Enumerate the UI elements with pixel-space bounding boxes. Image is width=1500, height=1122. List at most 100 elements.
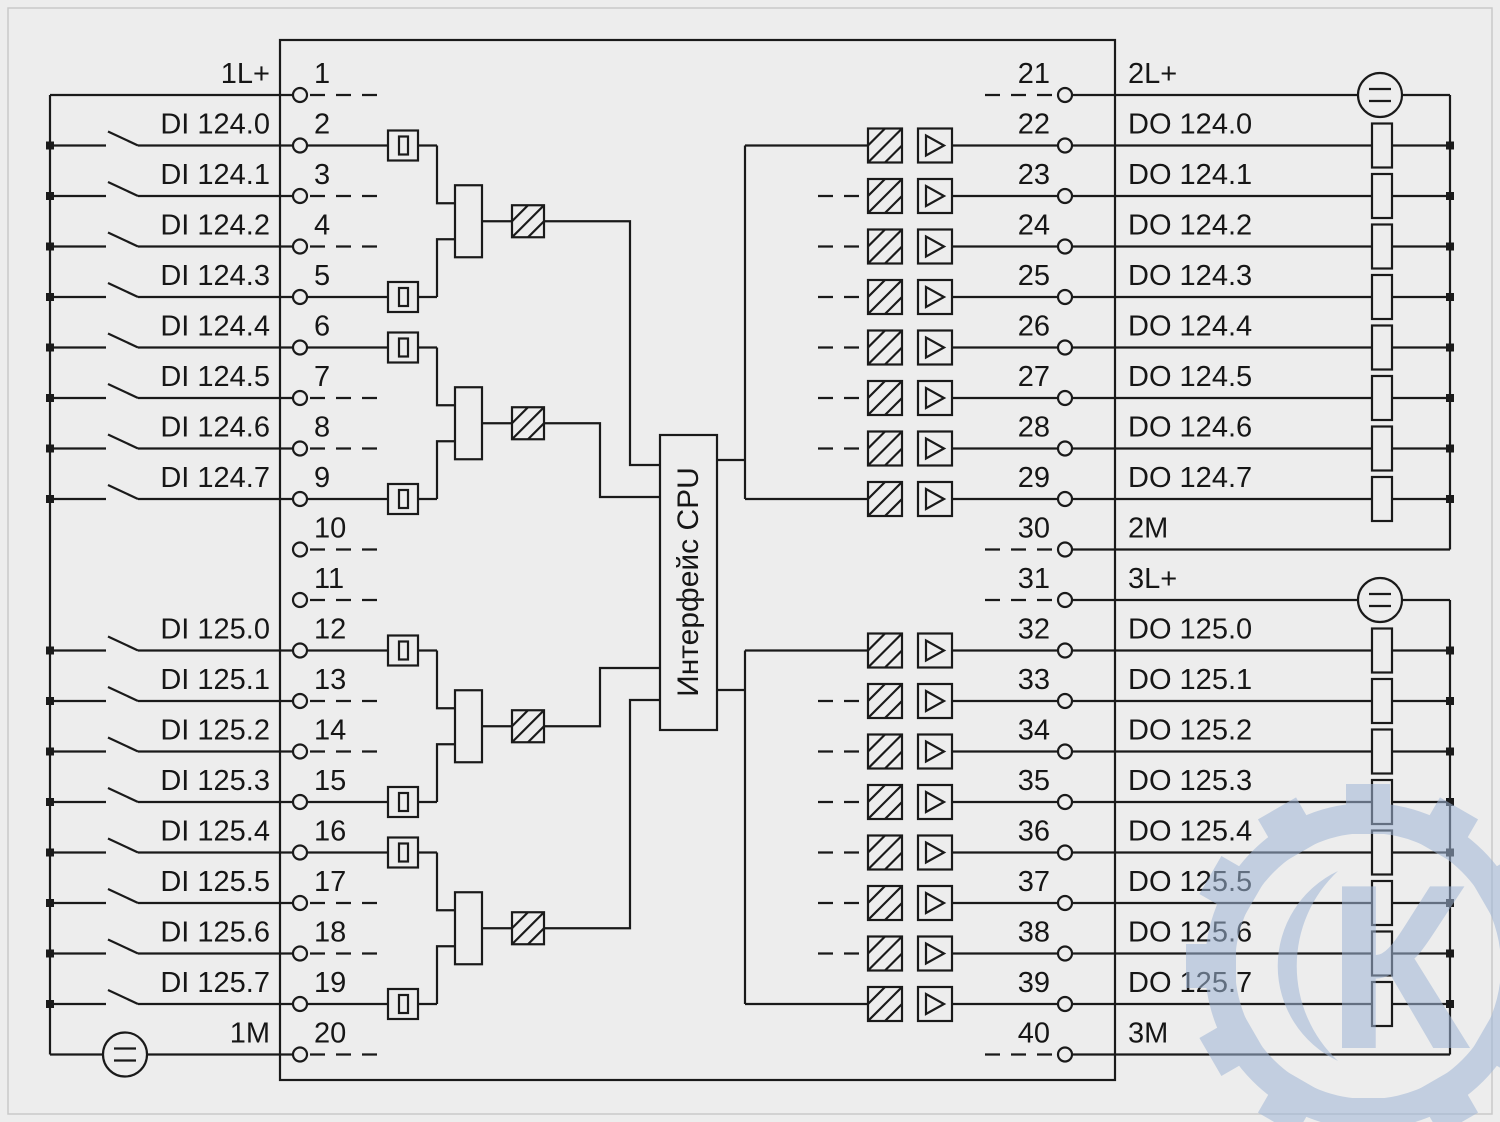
junction-dot xyxy=(1446,141,1454,150)
terminal-number: 29 xyxy=(1018,462,1050,494)
left-terminal-row-15: 15 DI 125.3 xyxy=(46,743,455,819)
cpu-interface-box: Интерфейс CPU xyxy=(658,144,868,1006)
junction-dot xyxy=(1446,192,1454,200)
terminal-number: 16 xyxy=(314,816,346,848)
junction-dot xyxy=(1446,747,1454,756)
channel-label: DI 125.2 xyxy=(160,715,270,747)
channel-label: DO 125.2 xyxy=(1128,715,1252,747)
junction-dot xyxy=(1446,293,1454,301)
terminal-number: 15 xyxy=(314,765,346,797)
channel-label: DI 124.7 xyxy=(160,462,270,494)
channel-label: DO 124.2 xyxy=(1128,210,1252,242)
junction-dot xyxy=(1446,495,1454,503)
channel-label: DO 124.5 xyxy=(1128,361,1252,393)
terminal-number: 2 xyxy=(314,109,330,141)
channel-label: DI 124.4 xyxy=(160,311,270,343)
terminal-number: 33 xyxy=(1018,664,1050,696)
channel-label: DI 125.3 xyxy=(160,765,270,797)
module-outline xyxy=(278,38,1117,1082)
junction-dot xyxy=(1446,394,1454,402)
terminal-number: 10 xyxy=(314,513,346,545)
terminal-number: 1 xyxy=(314,58,330,90)
channel-label: DO 125.0 xyxy=(1128,614,1252,646)
left-terminal-row-3: 3DI 124.1 xyxy=(46,159,378,205)
right-terminal-row-34: 34 DO 125.2 xyxy=(818,715,1454,775)
left-terminal-row-6: 6 DI 124.4 xyxy=(46,311,455,407)
terminal-number: 12 xyxy=(314,614,346,646)
channel-label: DO 124.7 xyxy=(1128,462,1252,494)
terminal-number: 37 xyxy=(1018,866,1050,898)
left-terminal-row-11: 11 xyxy=(291,563,378,609)
channel-label: DO 125.4 xyxy=(1128,816,1252,848)
channel-label: DI 125.4 xyxy=(160,816,270,848)
junction-dot xyxy=(1446,899,1454,907)
junction-dot xyxy=(1446,949,1454,958)
terminal-number: 17 xyxy=(314,866,346,898)
channel-label: DI 124.5 xyxy=(160,361,270,393)
terminal-number: 27 xyxy=(1018,361,1050,393)
left-terminal-row-2: 2 DI 124.0 xyxy=(46,109,455,205)
terminal-number: 25 xyxy=(1018,260,1050,292)
left-terminal-row-7: 7 DI 124.5 xyxy=(46,361,378,407)
terminal-number: 38 xyxy=(1018,917,1050,949)
left-terminal-row-1: 1 1L+ xyxy=(50,58,378,104)
terminal-number: 19 xyxy=(314,967,346,999)
terminal-number: 9 xyxy=(314,462,330,494)
watermark-logo: К xyxy=(1186,784,1500,1122)
terminal-number: 14 xyxy=(314,715,346,747)
channel-label: DO 125.3 xyxy=(1128,765,1252,797)
right-terminal-row-29: 29 DO 124.7 xyxy=(866,462,1454,523)
channel-label: DI 124.0 xyxy=(160,109,270,141)
page-frame xyxy=(7,7,1493,1115)
terminal-number: 5 xyxy=(314,260,330,292)
terminal-number: 40 xyxy=(1018,1018,1050,1050)
terminal-number: 7 xyxy=(314,361,330,393)
watermark-letter: К xyxy=(1326,835,1470,1098)
terminal-number: 21 xyxy=(1018,58,1050,90)
left-terminal-row-5: 5 DI 124.3 xyxy=(46,238,455,314)
channel-label: 1L+ xyxy=(221,58,270,90)
terminal-number: 23 xyxy=(1018,159,1050,191)
junction-dot xyxy=(1446,242,1454,251)
junction-dot xyxy=(1446,444,1454,453)
terminal-number: 6 xyxy=(314,311,330,343)
junction-dot xyxy=(1446,343,1454,352)
channel-label: DO 124.6 xyxy=(1128,412,1252,444)
channel-label: 3M xyxy=(1128,1018,1168,1050)
left-terminal-row-14: 14 DI 125.2 xyxy=(46,715,378,760)
left-terminal-row-4: 4 DI 124.2 xyxy=(46,210,378,255)
terminal-number: 26 xyxy=(1018,311,1050,343)
junction-dot xyxy=(1446,798,1454,806)
terminal-number: 11 xyxy=(314,563,344,595)
left-terminal-row-16: 16 DI 125.4 xyxy=(46,816,455,912)
terminal-number: 34 xyxy=(1018,715,1050,747)
channel-label: 3L+ xyxy=(1128,563,1177,595)
terminal-number: 39 xyxy=(1018,967,1050,999)
terminal-number: 20 xyxy=(314,1018,346,1050)
right-terminal-row-27: 27 DO 124.5 xyxy=(818,361,1454,422)
channel-label: DI 124.3 xyxy=(160,260,270,292)
channel-label: 2M xyxy=(1128,513,1168,545)
input-group-circuits xyxy=(453,184,660,966)
terminal-number: 22 xyxy=(1018,109,1050,141)
junction-dot xyxy=(1446,1000,1454,1008)
channel-label: DI 124.2 xyxy=(160,210,270,242)
terminal-number: 4 xyxy=(314,210,330,242)
channel-label: DI 124.6 xyxy=(160,412,270,444)
right-terminal-row-40: 40 3M xyxy=(985,1018,1450,1063)
